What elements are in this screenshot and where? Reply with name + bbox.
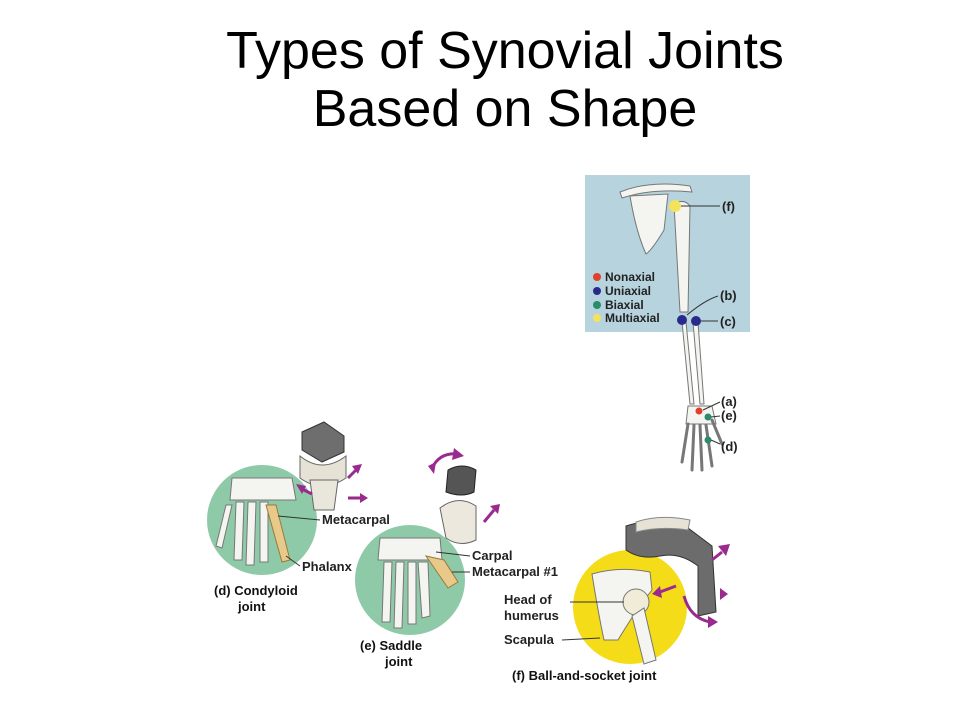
- legend-biaxial: Biaxial: [605, 298, 644, 312]
- label-condyloid-phalanx: Phalanx: [302, 559, 353, 574]
- scapula: [629, 193, 669, 255]
- caption-condyloid-1: (d) Condyloid: [214, 583, 298, 598]
- joint-dot-e: [704, 413, 712, 421]
- label-scapula: Scapula: [504, 632, 555, 647]
- condyloid-arrowhead-2: [352, 464, 362, 474]
- legend-swatch-nonaxial: [593, 273, 601, 281]
- ulna: [681, 321, 695, 405]
- label-saddle-carpal: Carpal: [472, 548, 512, 563]
- title-line-2: Based on Shape: [312, 80, 698, 138]
- leader-e: [710, 415, 721, 418]
- title-line-1: Types of Synovial Joints: [226, 22, 784, 80]
- saddle-joint-illustration: Carpal Metacarpal #1 (e) Saddle joint: [355, 448, 558, 669]
- condyloid-model: [299, 421, 347, 511]
- legend-swatch-multiaxial: [593, 314, 601, 322]
- ball-arrowhead-rotate: [708, 616, 718, 628]
- saddle-model-top: [445, 465, 477, 496]
- joint-dot-elbow-c: [691, 316, 701, 326]
- humerus-shaft: [631, 607, 657, 665]
- callout-f: (f): [722, 199, 735, 214]
- callout-b: (b): [720, 288, 737, 303]
- callout-a: (a): [721, 394, 737, 409]
- leader-condyloid-metacarpal: [277, 515, 321, 521]
- saddle-arrowhead-top-2: [428, 462, 436, 474]
- saddle-hand-bones: [377, 537, 459, 629]
- ball-socket-joint-illustration: Head of humerus Scapula (f) Ball-and-soc…: [504, 516, 730, 683]
- joint-dot-elbow-b: [677, 315, 687, 325]
- legend: Nonaxial Uniaxial Biaxial Multiaxial: [593, 270, 660, 325]
- condyloid-metacarpal-highlight: [265, 504, 291, 563]
- ball-arrow-rotate: [682, 595, 711, 624]
- caption-condyloid-2: joint: [237, 599, 266, 614]
- leader-saddle-carpal: [435, 551, 471, 557]
- saddle-arrowhead-right: [490, 504, 500, 514]
- joint-dot-d: [704, 436, 712, 444]
- label-head-of-humerus-1: Head of: [504, 592, 552, 607]
- clavicle: [619, 183, 693, 199]
- slide-title: Types of Synovial Joints Based on Shape: [0, 22, 960, 138]
- ball-arrowhead-left: [652, 586, 662, 598]
- legend-swatch-biaxial: [593, 301, 601, 309]
- caption-saddle-2: joint: [384, 654, 413, 669]
- leader-a: [702, 401, 721, 411]
- saddle-model-bottom: [439, 500, 477, 544]
- legend-multiaxial: Multiaxial: [605, 311, 660, 325]
- callout-d: (d): [721, 439, 738, 454]
- leader-b: [686, 295, 719, 316]
- ball-arrowhead-right: [720, 588, 728, 600]
- callout-c: (c): [720, 314, 736, 329]
- radius: [692, 321, 705, 405]
- saddle-arrow-right: [482, 509, 496, 523]
- condyloid-arrowhead-1: [296, 484, 306, 494]
- joint-dot-a: [695, 407, 703, 415]
- label-condyloid-metacarpal: Metacarpal: [322, 512, 390, 527]
- label-head-of-humerus-2: humerus: [504, 608, 559, 623]
- legend-swatch-uniaxial: [593, 287, 601, 295]
- callout-e: (e): [721, 408, 737, 423]
- condyloid-joint-illustration: Metacarpal Phalanx (d) Condyloid joint: [207, 421, 390, 614]
- caption-saddle-1: (e) Saddle: [360, 638, 422, 653]
- legend-nonaxial: Nonaxial: [605, 270, 655, 284]
- leader-condyloid-phalanx: [285, 555, 301, 567]
- condyloid-hand-bones: [215, 477, 297, 566]
- arm-skeleton-panel: Nonaxial Uniaxial Biaxial Multiaxial (f)…: [585, 175, 750, 472]
- ball-arrowhead-up: [718, 544, 730, 556]
- leader-d: [710, 439, 721, 445]
- saddle-arrowhead-top: [452, 448, 464, 460]
- leader-scapula: [561, 637, 601, 641]
- label-saddle-metacarpal: Metacarpal #1: [472, 564, 558, 579]
- saddle-metacarpal-highlight: [424, 555, 459, 589]
- legend-uniaxial: Uniaxial: [605, 284, 651, 298]
- fingers: [680, 418, 724, 472]
- caption-ball-socket: (f) Ball-and-socket joint: [512, 668, 657, 683]
- ball-arrow-left: [659, 584, 677, 594]
- ball-arrow-up: [711, 550, 723, 562]
- condyloid-arrow-2: [346, 468, 358, 480]
- joint-dot-shoulder: [669, 200, 681, 212]
- condyloid-arrowhead-3: [360, 493, 368, 503]
